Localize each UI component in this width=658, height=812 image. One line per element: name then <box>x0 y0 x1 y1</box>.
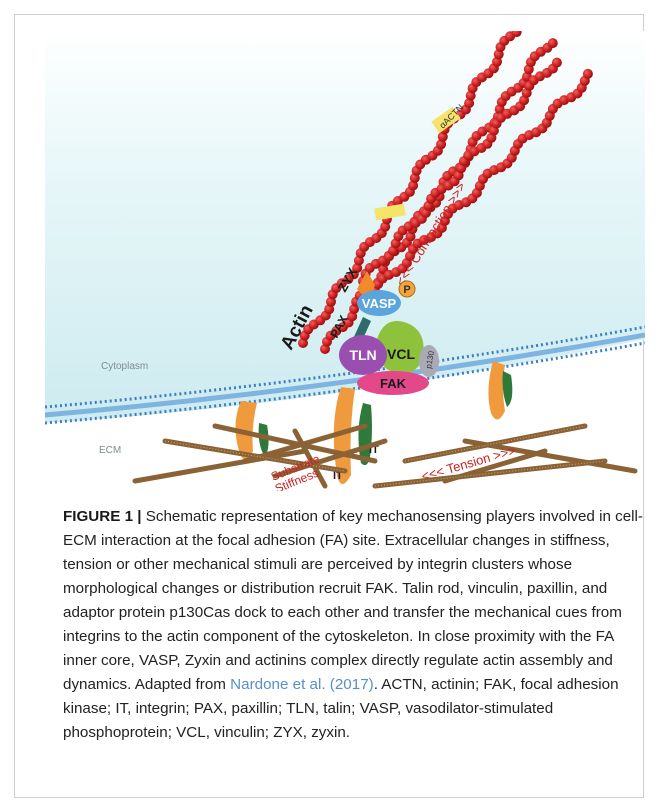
label-tln: TLN <box>349 347 376 363</box>
focal-adhesion-illustration: αACTN <<< Contraction >>> Actin ZYX VASP… <box>45 31 645 491</box>
label-vcl: VCL <box>387 346 415 362</box>
ecm-fibers <box>135 426 635 486</box>
label-vasp: VASP <box>362 296 397 311</box>
figure-label: FIGURE 1 | <box>63 508 142 525</box>
label-p: P <box>403 284 410 296</box>
reference-link[interactable]: Nardone et al. (2017) <box>230 676 374 693</box>
label-fak: FAK <box>380 376 407 391</box>
caption-text: Schematic representation of key mechanos… <box>63 508 643 693</box>
label-cytoplasm: Cytoplasm <box>101 361 148 372</box>
actin-monomer <box>548 38 558 48</box>
actin-monomer <box>552 58 562 68</box>
figure-frame: αACTN <<< Contraction >>> Actin ZYX VASP… <box>14 14 644 798</box>
label-ecm: ECM <box>99 445 121 456</box>
figure-caption: FIGURE 1 | Schematic representation of k… <box>63 505 643 745</box>
actin-monomer <box>583 69 593 79</box>
